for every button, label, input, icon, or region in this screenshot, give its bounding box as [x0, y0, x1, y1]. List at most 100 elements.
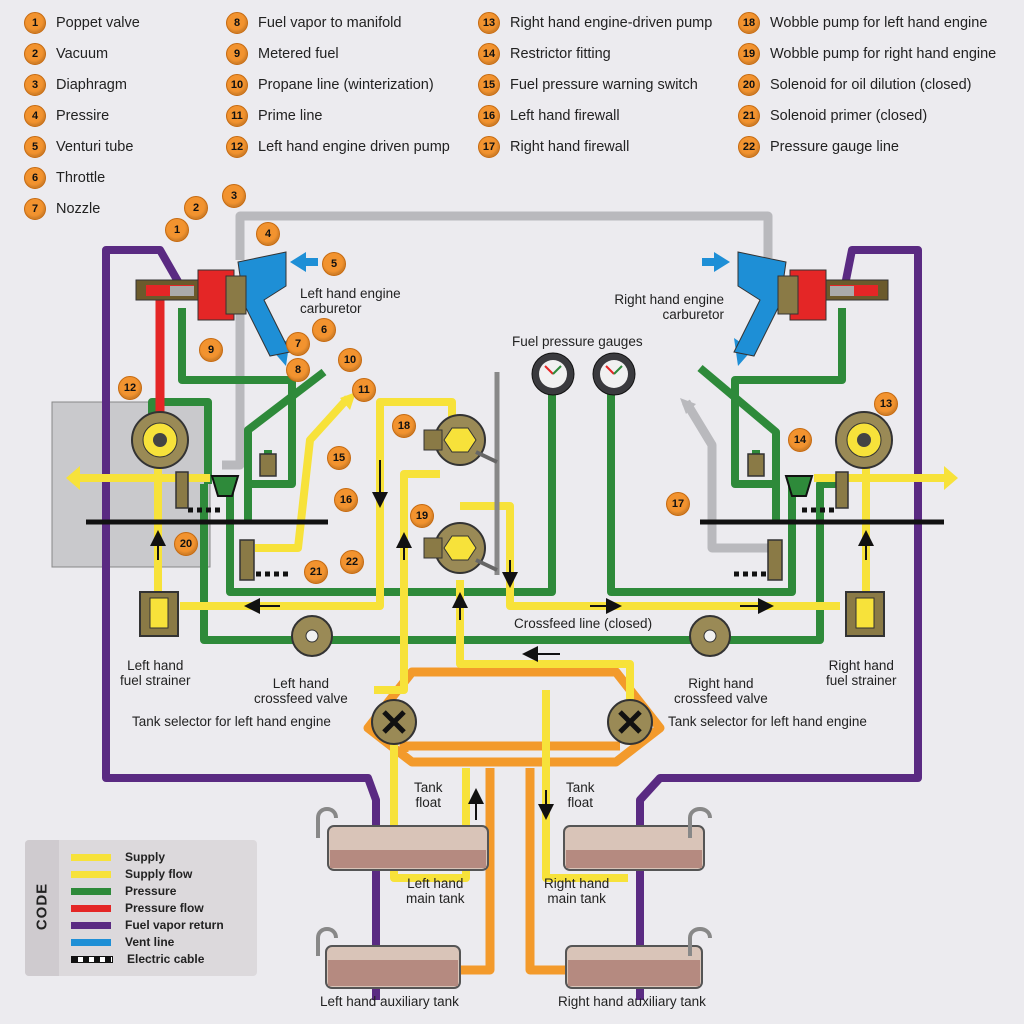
diagram-marker: 9 [199, 338, 223, 362]
diagram-marker: 15 [327, 446, 351, 470]
number-badge: 16 [478, 105, 500, 127]
legend-label: Diaphragm [56, 77, 127, 93]
legend-label: Nozzle [56, 201, 101, 217]
label-rh-tank-selector: Tank selector for left hand engine [668, 714, 867, 729]
legend-label: Fuel pressure warning switch [510, 77, 698, 93]
diagram-marker: 20 [174, 532, 198, 556]
diagram-marker: 5 [322, 252, 346, 276]
diagram-marker: 13 [874, 392, 898, 416]
number-badge: 2 [24, 43, 46, 65]
code-row: Supply [71, 849, 165, 865]
arrow-icon [290, 252, 318, 272]
number-badge: 9 [226, 43, 248, 65]
number-badge: 10 [226, 74, 248, 96]
valve-icon [139, 591, 885, 637]
electric-cables [188, 507, 836, 577]
legend-label: Poppet valve [56, 15, 140, 31]
diagram-marker: 7 [286, 332, 310, 356]
diagram-marker: 17 [666, 492, 690, 516]
arrow-icon [340, 392, 356, 410]
valve-icon [784, 475, 814, 497]
diagram-marker: 11 [352, 378, 376, 402]
diagram-marker: 16 [334, 488, 358, 512]
pump-icon [423, 522, 498, 574]
diagram-marker: 2 [184, 196, 208, 220]
legend-item: 15 Fuel pressure warning switch [478, 74, 698, 96]
legend-label: Fuel vapor to manifold [258, 15, 402, 31]
number-badge: 5 [24, 136, 46, 158]
code-label: Pressure [125, 884, 177, 898]
legend-item: 9 Metered fuel [226, 43, 339, 65]
diagram-marker: 4 [256, 222, 280, 246]
number-badge: 22 [738, 136, 760, 158]
code-tab [25, 840, 59, 976]
code-swatch [71, 938, 111, 946]
legend-label: Propane line (winterization) [258, 77, 434, 93]
code-swatch [71, 887, 111, 895]
gauge-icon [531, 352, 575, 396]
label-lh-tank-selector: Tank selector for left hand engine [132, 714, 331, 729]
legend-label: Venturi tube [56, 139, 134, 155]
right-carburetor [733, 251, 889, 357]
label-rh-aux-tank: Right hand auxiliary tank [558, 994, 706, 1009]
code-label: Vent line [125, 935, 175, 949]
legend-label: Metered fuel [258, 46, 339, 62]
code-row: Vent line [71, 934, 174, 950]
code-row: Supply flow [71, 866, 192, 882]
legend-item: 8 Fuel vapor to manifold [226, 12, 401, 34]
gauge-icon [592, 352, 636, 396]
legend-label: Wobble pump for right hand engine [770, 46, 997, 62]
diagram-marker: 1 [165, 218, 189, 242]
diagram-marker: 8 [286, 358, 310, 382]
diagram-marker: 18 [392, 414, 416, 438]
code-label: Pressure flow [125, 901, 204, 915]
number-badge: 4 [24, 105, 46, 127]
code-label: Supply [125, 850, 166, 864]
number-badge: 14 [478, 43, 500, 65]
valve-icon [371, 699, 653, 745]
vapor-gray-lines [222, 211, 780, 553]
code-row: Electric cable [71, 951, 204, 967]
valve-icon [175, 453, 849, 581]
diagram-marker: 6 [312, 318, 336, 342]
number-badge: 8 [226, 12, 248, 34]
diagram-marker: 21 [304, 560, 328, 584]
pump-icon [131, 411, 189, 469]
diagram-marker: 3 [222, 184, 246, 208]
legend-label: Right hand firewall [510, 139, 630, 155]
legend-label: Restrictor fitting [510, 46, 611, 62]
number-badge: 15 [478, 74, 500, 96]
code-row: Fuel vapor return [71, 917, 224, 933]
legend-item: 3 Diaphragm [24, 74, 127, 96]
number-badge: 3 [24, 74, 46, 96]
diagram-marker: 12 [118, 376, 142, 400]
code-label: Electric cable [127, 952, 205, 966]
legend-label: Prime line [258, 108, 323, 124]
code-row: Pressure [71, 883, 176, 899]
pump-icon [423, 414, 498, 466]
tank-icon [316, 807, 712, 989]
legend-label: Solenoid for oil dilution (closed) [770, 77, 972, 93]
flow-arrows [150, 460, 874, 820]
pump-icon [835, 411, 893, 469]
number-badge: 20 [738, 74, 760, 96]
legend-label: Throttle [56, 170, 106, 186]
legend-item: 20 Solenoid for oil dilution (closed) [738, 74, 972, 96]
number-badge: 1 [24, 12, 46, 34]
legend-item: 14 Restrictor fitting [478, 43, 611, 65]
legend-item: 10 Propane line (winterization) [226, 74, 434, 96]
